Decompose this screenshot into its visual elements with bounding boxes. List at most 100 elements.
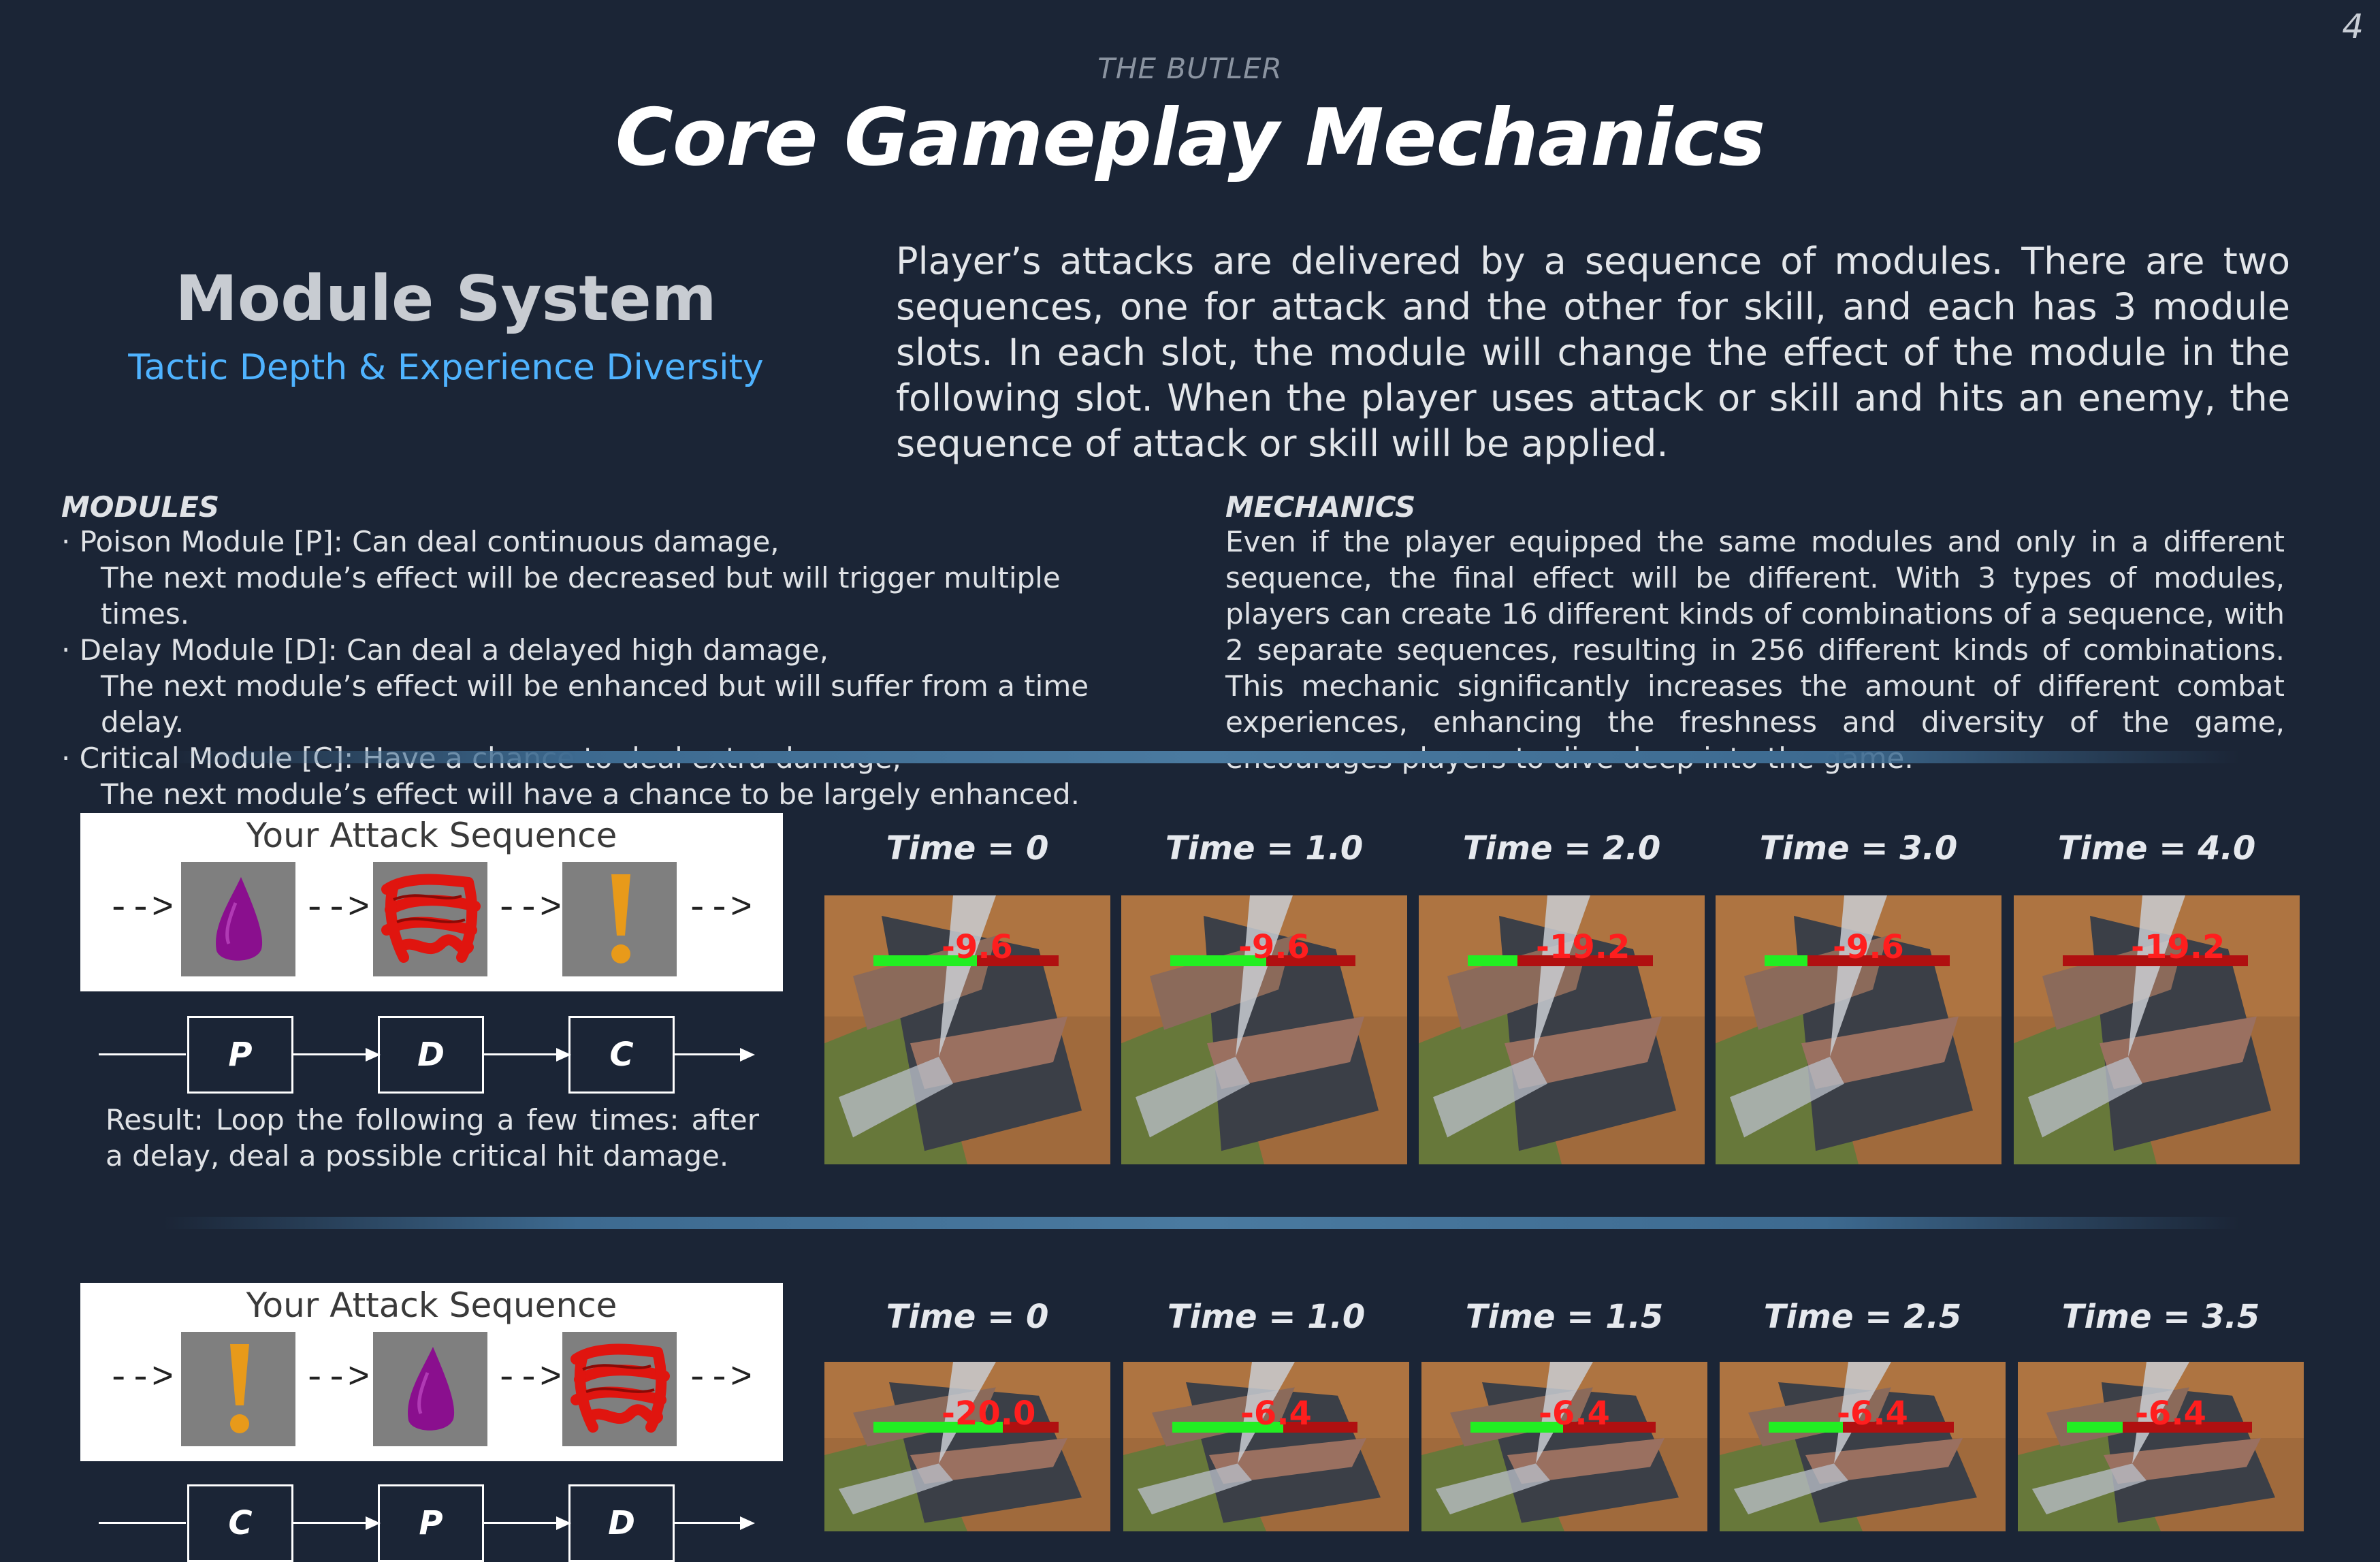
enemy-health-bar xyxy=(1170,955,1355,966)
gameplay-scene-image xyxy=(1419,895,1705,1164)
enemy-health-bar xyxy=(2063,955,2248,966)
time-label: Time = 0 xyxy=(886,829,1049,867)
module-flow-diagram: C P D xyxy=(99,1484,759,1562)
poison-drop-icon xyxy=(216,877,263,961)
damage-number: -19.2 xyxy=(2131,928,2225,966)
gameplay-scene-image xyxy=(2014,895,2300,1164)
gameplay-scene-image xyxy=(1720,1362,2006,1531)
slot-poison xyxy=(373,1332,487,1446)
section-divider xyxy=(163,751,2240,763)
enemy-health-fill xyxy=(1765,955,1807,966)
gameplay-frame: -19.2 xyxy=(1419,895,1705,1164)
gameplay-frame: -19.2 xyxy=(2014,895,2300,1164)
slot-delay xyxy=(373,862,487,976)
gameplay-frame: -6.4 xyxy=(2018,1362,2304,1531)
time-label: Time = 1.5 xyxy=(1465,1298,1664,1336)
enemy-health-fill xyxy=(1769,1422,1843,1433)
enemy-health-bar xyxy=(1470,1422,1656,1433)
slot-critical xyxy=(562,862,677,976)
gameplay-frame: -9.6 xyxy=(1716,895,2001,1164)
section-divider xyxy=(163,1217,2240,1229)
sequence-result: Result: Loop the following a few times: … xyxy=(106,1103,759,1173)
critical-exclamation-icon xyxy=(611,874,630,963)
mechanics-heading: MECHANICS xyxy=(1225,490,1416,524)
enemy-health-bar xyxy=(1769,1422,1954,1433)
enemy-health-fill xyxy=(1170,955,1266,966)
slot-delay xyxy=(562,1332,677,1446)
module-system-intro: Player’s attacks are delivered by a sequ… xyxy=(896,240,2290,465)
enemy-health-bar xyxy=(1468,955,1653,966)
critical-exclamation-icon xyxy=(230,1344,249,1433)
gameplay-scene-image xyxy=(2018,1362,2304,1531)
flow-module-box: C xyxy=(568,1016,675,1094)
gameplay-frame: -6.4 xyxy=(1421,1362,1707,1531)
gameplay-frame: -9.6 xyxy=(824,895,1110,1164)
flow-module-box: D xyxy=(568,1484,675,1562)
gameplay-frame: -6.4 xyxy=(1123,1362,1409,1531)
gameplay-scene-image xyxy=(1421,1362,1707,1531)
enemy-health-bar xyxy=(873,955,1059,966)
sequence-arrow: --> xyxy=(496,1358,562,1399)
gameplay-scene-image xyxy=(1121,895,1407,1164)
damage-number: -6.4 xyxy=(1539,1394,1610,1433)
sequence-title: Your Attack Sequence xyxy=(246,1286,617,1325)
gameplay-scene-image xyxy=(824,1362,1110,1531)
damage-number: -20.0 xyxy=(942,1394,1036,1433)
damage-number: -9.6 xyxy=(1238,928,1310,966)
attack-sequence-panel: Your Attack Sequence --> --> --> --> xyxy=(80,813,783,991)
time-label: Time = 4.0 xyxy=(2057,829,2256,867)
enemy-health-bar xyxy=(873,1422,1059,1433)
module-system-title: Module System xyxy=(175,262,717,335)
gameplay-scene-image xyxy=(1716,895,2001,1164)
damage-number: -6.4 xyxy=(2135,1394,2206,1433)
sequence-arrow: --> xyxy=(304,888,370,929)
gameplay-frame: -6.4 xyxy=(1720,1362,2006,1531)
sequence-arrow: --> xyxy=(108,888,174,929)
poison-drop-icon xyxy=(408,1347,455,1431)
enemy-health-fill xyxy=(2067,1422,2123,1433)
enemy-health-fill xyxy=(1172,1422,1283,1433)
slot-poison xyxy=(181,862,295,976)
gameplay-frame: -20.0 xyxy=(824,1362,1110,1531)
time-label: Time = 1.0 xyxy=(1165,829,1364,867)
damage-number: -6.4 xyxy=(1240,1394,1312,1433)
enemy-health-bar xyxy=(1765,955,1950,966)
module-flow-diagram: P D C xyxy=(99,1016,759,1094)
modules-heading: MODULES xyxy=(61,490,220,524)
enemy-health-fill xyxy=(1470,1422,1563,1433)
flow-module-box: P xyxy=(378,1484,484,1562)
time-label: Time = 1.0 xyxy=(1167,1298,1366,1336)
sequence-arrow: --> xyxy=(108,1358,174,1399)
project-name: THE BUTLER xyxy=(1097,52,1283,85)
gameplay-scene-image xyxy=(1123,1362,1409,1531)
sequence-arrow: --> xyxy=(686,1358,753,1399)
sequence-title: Your Attack Sequence xyxy=(246,816,617,855)
attack-sequence-panel: Your Attack Sequence --> --> --> --> xyxy=(80,1283,783,1461)
time-label: Time = 2.5 xyxy=(1763,1298,1962,1336)
module-item-line: · Delay Module [D]: Can deal a delayed h… xyxy=(61,633,829,667)
damage-number: -19.2 xyxy=(1536,928,1630,966)
enemy-health-fill xyxy=(873,1422,1003,1433)
sequence-arrow: --> xyxy=(496,888,562,929)
enemy-health-bar xyxy=(1172,1422,1357,1433)
time-label: Time = 3.5 xyxy=(2061,1298,2260,1336)
enemy-health-fill xyxy=(1468,955,1517,966)
damage-number: -9.6 xyxy=(942,928,1013,966)
mechanics-section: MECHANICS Even if the player equipped th… xyxy=(1225,490,2285,776)
enemy-health-bar xyxy=(2067,1422,2252,1433)
delay-swirl-icon xyxy=(381,874,481,963)
module-item-line: · Poison Module [P]: Can deal continuous… xyxy=(61,525,779,558)
page-number: 4 xyxy=(2342,7,2364,46)
enemy-health-fill xyxy=(873,955,977,966)
modules-section: MODULES · Poison Module [P]: Can deal co… xyxy=(61,490,1151,812)
sequence-arrow: --> xyxy=(686,888,753,929)
slot-critical xyxy=(181,1332,295,1446)
delay-swirl-icon xyxy=(570,1343,670,1433)
damage-number: -6.4 xyxy=(1837,1394,1908,1433)
page-title: Core Gameplay Mechanics xyxy=(615,92,1766,184)
flow-module-box: P xyxy=(187,1016,293,1094)
sequence-arrow: --> xyxy=(304,1358,370,1399)
module-item-delay: · Delay Module [D]: Can deal a delayed h… xyxy=(61,632,1151,740)
module-item-effect: The next module’s effect will be enhance… xyxy=(101,669,1089,739)
module-item-poison: · Poison Module [P]: Can deal continuous… xyxy=(61,524,1151,632)
